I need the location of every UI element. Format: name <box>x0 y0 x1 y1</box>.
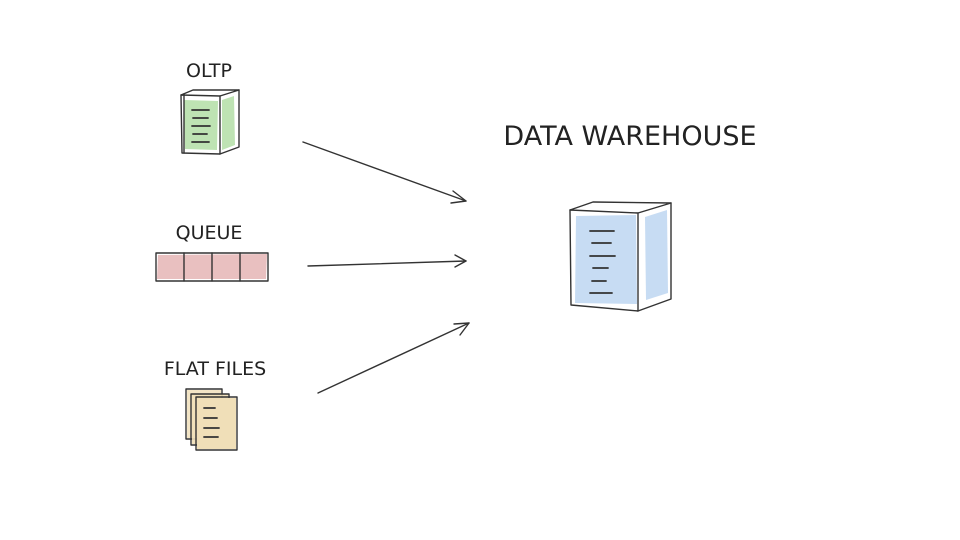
data-warehouse-label: DATA WAREHOUSE <box>503 121 756 152</box>
arrow-files-to-warehouse <box>317 322 470 394</box>
files-stack-icon <box>185 388 238 451</box>
oltp-label: OLTP <box>186 60 232 82</box>
flat-files-label: FLAT FILES <box>164 358 266 380</box>
warehouse-server-icon <box>569 201 672 312</box>
source-oltp: OLTP <box>180 60 240 155</box>
arrow-queue-to-warehouse <box>307 254 467 268</box>
queue-label: QUEUE <box>176 222 243 244</box>
database-server-icon <box>180 89 240 155</box>
arrow-oltp-to-warehouse <box>302 141 467 204</box>
message-queue-icon <box>155 252 269 282</box>
target-data-warehouse: DATA WAREHOUSE <box>503 121 757 312</box>
source-queue: QUEUE <box>155 222 269 282</box>
source-flat-files: FLAT FILES <box>164 358 266 451</box>
